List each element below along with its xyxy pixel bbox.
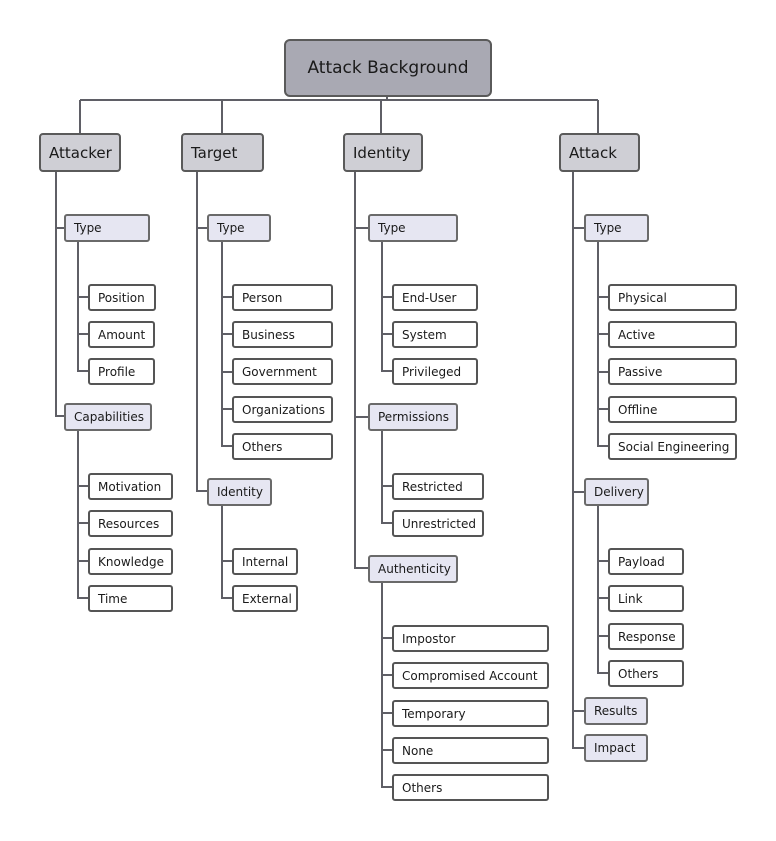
- root-node[interactable]: Attack Background: [284, 39, 492, 97]
- connector-identity-type: [381, 242, 392, 372]
- category-target[interactable]: Target: [181, 133, 264, 172]
- attack-type-item[interactable]: Passive: [608, 358, 737, 385]
- target-type-item[interactable]: Others: [232, 433, 333, 460]
- connector-attack-type: [597, 242, 608, 447]
- identity-authenticity-item[interactable]: Temporary: [392, 700, 549, 727]
- attacker-type-item[interactable]: Profile: [88, 358, 155, 385]
- target-type-item[interactable]: Government: [232, 358, 333, 385]
- connector-identity-permissions: [381, 431, 392, 524]
- category-attacker[interactable]: Attacker: [39, 133, 121, 172]
- connector-identity: [354, 172, 368, 569]
- attack-type-item[interactable]: Physical: [608, 284, 737, 311]
- attack-delivery[interactable]: Delivery: [584, 478, 649, 506]
- connector-attacker-capabilities: [77, 431, 88, 599]
- connector-identity-authenticity: [381, 583, 392, 788]
- attacker-capabilities[interactable]: Capabilities: [64, 403, 152, 431]
- target-type-item[interactable]: Business: [232, 321, 333, 348]
- identity-permissions[interactable]: Permissions: [368, 403, 458, 431]
- connector-attacker: [55, 172, 64, 417]
- target-type-item[interactable]: Organizations: [232, 396, 333, 423]
- identity-authenticity-item[interactable]: None: [392, 737, 549, 764]
- identity-type-item[interactable]: End-User: [392, 284, 478, 311]
- attacker-type-item[interactable]: Amount: [88, 321, 155, 348]
- identity-type-item[interactable]: System: [392, 321, 478, 348]
- connector-attack-delivery: [597, 506, 608, 674]
- attack-type-item[interactable]: Offline: [608, 396, 737, 423]
- connector-target-identity: [221, 506, 232, 599]
- identity-type[interactable]: Type: [368, 214, 458, 242]
- attacker-capabilities-item[interactable]: Motivation: [88, 473, 173, 500]
- connector-target-type: [221, 242, 232, 447]
- attack-delivery-item[interactable]: Payload: [608, 548, 684, 575]
- connector-root: [79, 97, 599, 133]
- connector-attack: [572, 172, 584, 749]
- attacker-type[interactable]: Type: [64, 214, 150, 242]
- category-identity[interactable]: Identity: [343, 133, 423, 172]
- attacker-capabilities-item[interactable]: Time: [88, 585, 173, 612]
- target-identity-item[interactable]: Internal: [232, 548, 298, 575]
- target-type[interactable]: Type: [207, 214, 271, 242]
- attack-type-item[interactable]: Active: [608, 321, 737, 348]
- identity-authenticity-item[interactable]: Impostor: [392, 625, 549, 652]
- target-identity-item[interactable]: External: [232, 585, 298, 612]
- identity-permissions-item[interactable]: Restricted: [392, 473, 484, 500]
- attack-results[interactable]: Results: [584, 697, 648, 725]
- target-type-item[interactable]: Person: [232, 284, 333, 311]
- identity-authenticity[interactable]: Authenticity: [368, 555, 458, 583]
- attack-type[interactable]: Type: [584, 214, 649, 242]
- attacker-capabilities-item[interactable]: Knowledge: [88, 548, 173, 575]
- identity-permissions-item[interactable]: Unrestricted: [392, 510, 484, 537]
- attack-delivery-item[interactable]: Response: [608, 623, 684, 650]
- identity-authenticity-item[interactable]: Others: [392, 774, 549, 801]
- target-identity[interactable]: Identity: [207, 478, 272, 506]
- attack-delivery-item[interactable]: Others: [608, 660, 684, 687]
- identity-authenticity-item[interactable]: Compromised Account: [392, 662, 549, 689]
- attack-impact[interactable]: Impact: [584, 734, 648, 762]
- category-attack[interactable]: Attack: [559, 133, 640, 172]
- attack-delivery-item[interactable]: Link: [608, 585, 684, 612]
- identity-type-item[interactable]: Privileged: [392, 358, 478, 385]
- attacker-type-item[interactable]: Position: [88, 284, 156, 311]
- connector-attacker-type: [77, 242, 88, 372]
- connector-target: [196, 172, 207, 492]
- attacker-capabilities-item[interactable]: Resources: [88, 510, 173, 537]
- attack-type-item[interactable]: Social Engineering: [608, 433, 737, 460]
